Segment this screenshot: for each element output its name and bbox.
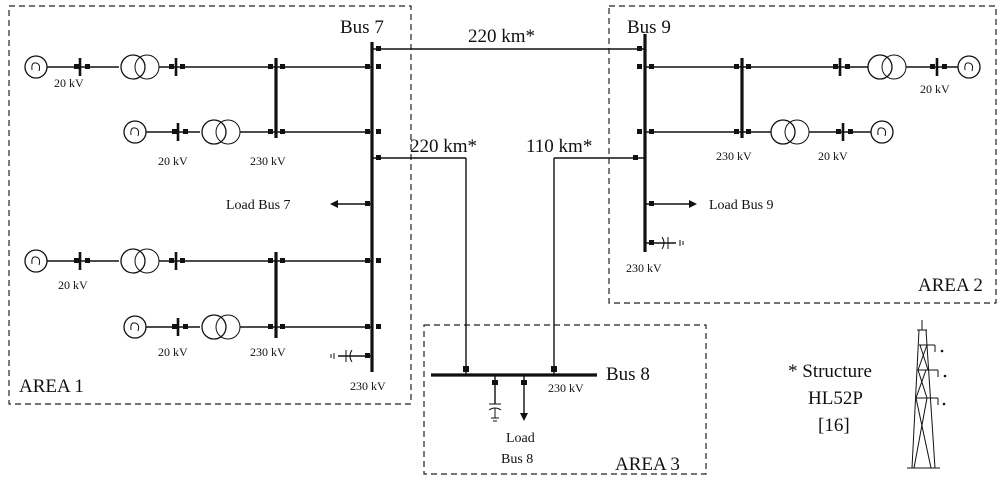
bus-7-voltage: 230 kV: [350, 379, 386, 393]
area2-hv: 230 kV: [716, 149, 752, 163]
load-bus-9-label: Load Bus 9: [709, 198, 774, 213]
structure-note-line-3: [16]: [818, 415, 850, 436]
area-2-label: AREA 2: [918, 275, 983, 296]
gen-1-voltage: 20 kV: [54, 76, 84, 90]
bus-7-capacitor: [330, 349, 372, 363]
gen-5-voltage: 20 kV: [920, 82, 950, 96]
area-1-label: AREA 1: [19, 376, 84, 397]
bus-8-voltage: 230 kV: [548, 381, 584, 395]
area-3-label: AREA 3: [615, 454, 680, 475]
gen-2-voltage: 20 kV: [158, 154, 188, 168]
gen-branch-6: [637, 119, 894, 145]
bus-8-label: Bus 8: [606, 364, 650, 385]
area-1-box: [8, 5, 412, 405]
bus-7-label: Bus 7: [340, 17, 384, 38]
bus-9-voltage: 230 kV: [626, 261, 662, 275]
line-bus9-bus8: [551, 155, 645, 374]
gen-branch-4: [123, 314, 381, 340]
bus-9-capacitor: [645, 236, 684, 250]
load-bus-9-arrow: [645, 200, 697, 208]
area1-lower-hv: 230 kV: [250, 345, 286, 359]
gen-6-voltage: 20 kV: [818, 149, 848, 163]
line-9-8-length: 110 km*: [526, 136, 592, 157]
line-7-8-length: 220 km*: [410, 136, 477, 157]
line-7-9-length: 220 km*: [468, 26, 535, 47]
load-bus-8-label-2: Bus 8: [501, 452, 533, 467]
structure-note-line-1: * Structure: [788, 361, 872, 382]
gen-branch-5: [637, 54, 981, 138]
gen-branch-3: [24, 248, 381, 338]
area-3-box: [423, 324, 707, 475]
line-bus7-bus9: [372, 46, 645, 51]
transmission-tower-icon: [907, 320, 947, 469]
gen-3-voltage: 20 kV: [58, 278, 88, 292]
area1-upper-hv: 230 kV: [250, 154, 286, 168]
bus-9-label: Bus 9: [627, 17, 671, 38]
bus-8-capacitor: [488, 375, 502, 422]
line-bus7-bus8: [372, 155, 469, 374]
load-bus-8-arrow: [520, 375, 528, 421]
gen-4-voltage: 20 kV: [158, 345, 188, 359]
gen-branch-1: [24, 54, 381, 138]
load-bus-8-label-1: Load: [506, 431, 535, 446]
area-2-box: [608, 5, 997, 304]
load-bus-7-arrow: [330, 200, 372, 208]
structure-note-line-2: HL52P: [808, 388, 863, 409]
gen-branch-2: [123, 119, 381, 145]
load-bus-7-label: Load Bus 7: [226, 198, 291, 213]
